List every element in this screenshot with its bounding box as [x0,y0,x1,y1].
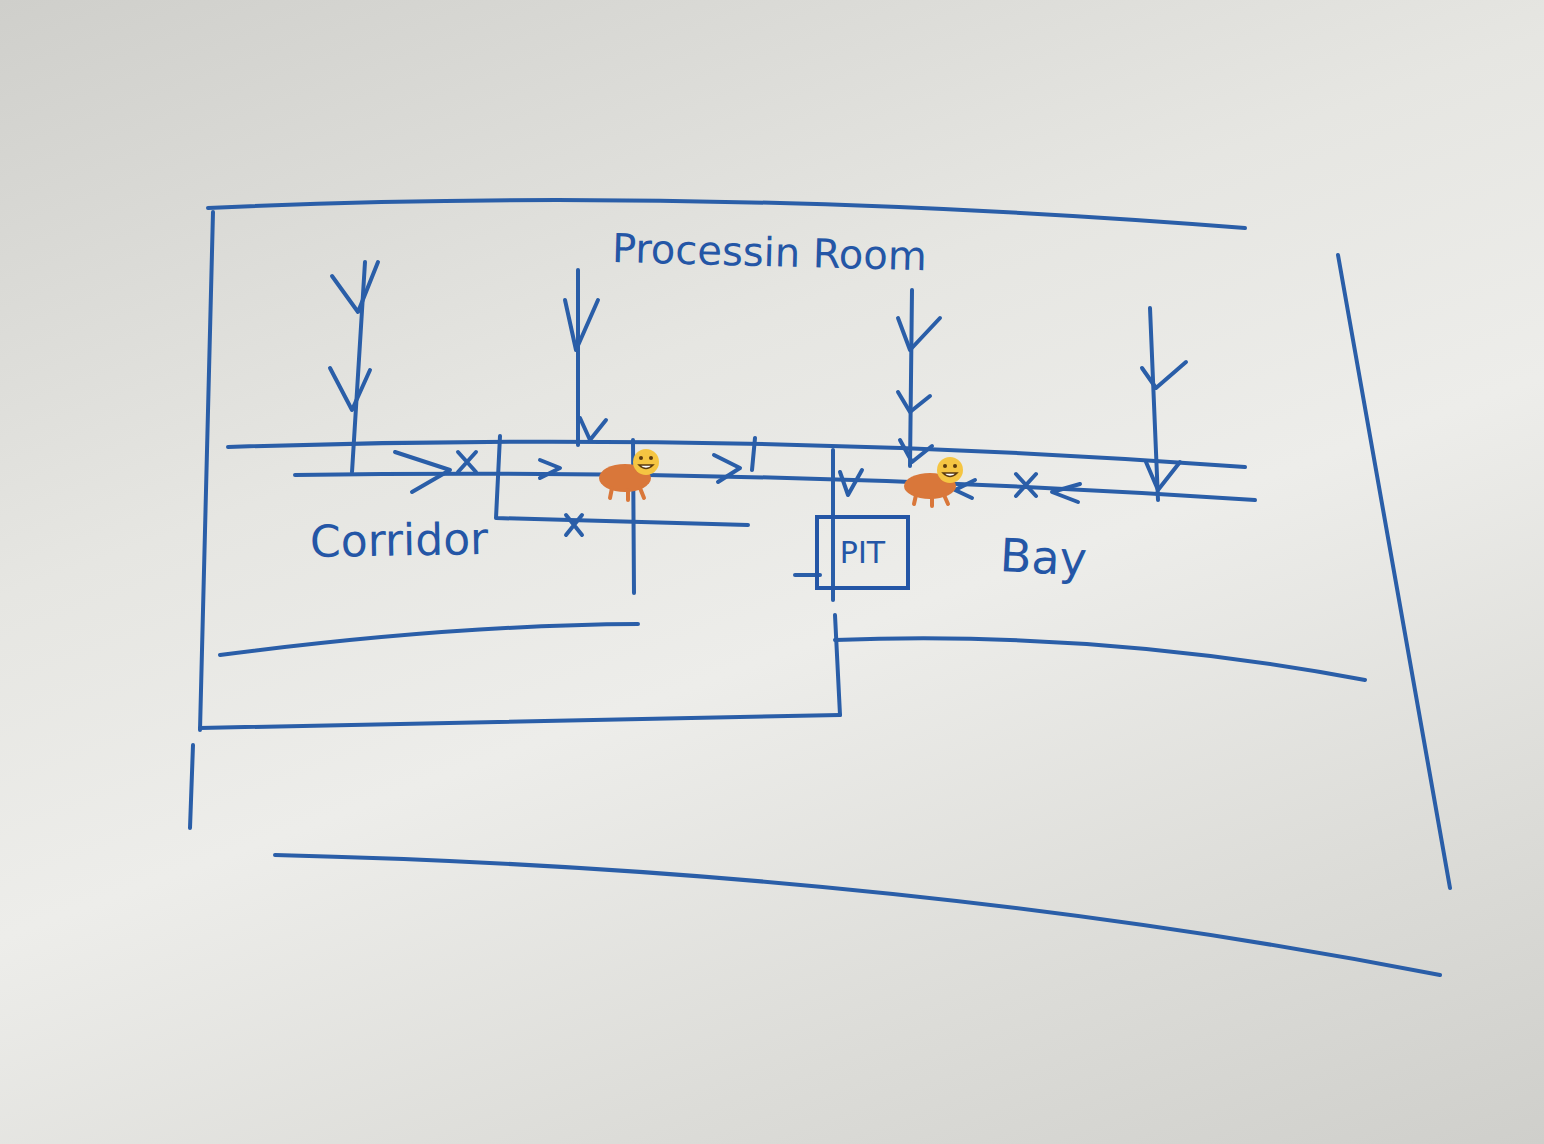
room-label: Bay [999,532,1088,582]
arrow-head [900,440,932,462]
flow-arrow [352,262,365,472]
room-label: Processin Room [611,228,927,276]
direction-arrow [395,452,450,492]
direction-arrow [955,480,975,498]
direction-arrow [714,455,740,482]
wall-line [200,212,213,730]
arrow-head [898,392,930,412]
wall-line [200,715,840,728]
wall-line [831,450,835,600]
arrow-head [898,318,940,350]
direction-arrow [1052,484,1080,502]
flow-arrow [910,290,912,466]
direction-arrow [540,460,560,478]
box-label: PIT [840,538,885,568]
wall-line [835,615,840,715]
arrow-head [1146,462,1180,490]
wall-line [1338,255,1450,888]
x-mark [458,452,476,472]
arrow-head [565,300,598,350]
creature-icon [904,457,963,506]
arrow-head [330,368,370,410]
creature-icon [599,449,659,500]
wall-line [190,745,193,828]
arrow-head [580,418,606,440]
x-mark [566,515,582,535]
wall-line [220,624,638,655]
x-mark [1016,474,1036,496]
arrow-head [1142,362,1186,388]
wall-line [208,200,1245,228]
room-label: Corridor [310,517,489,564]
section-box [496,436,755,525]
corridor-line [228,442,1245,467]
pit-box: PIT [815,515,910,590]
arrow-head [332,262,378,312]
wall-line [275,855,1440,975]
arrow-head [840,470,862,495]
wall-line [835,638,1365,680]
